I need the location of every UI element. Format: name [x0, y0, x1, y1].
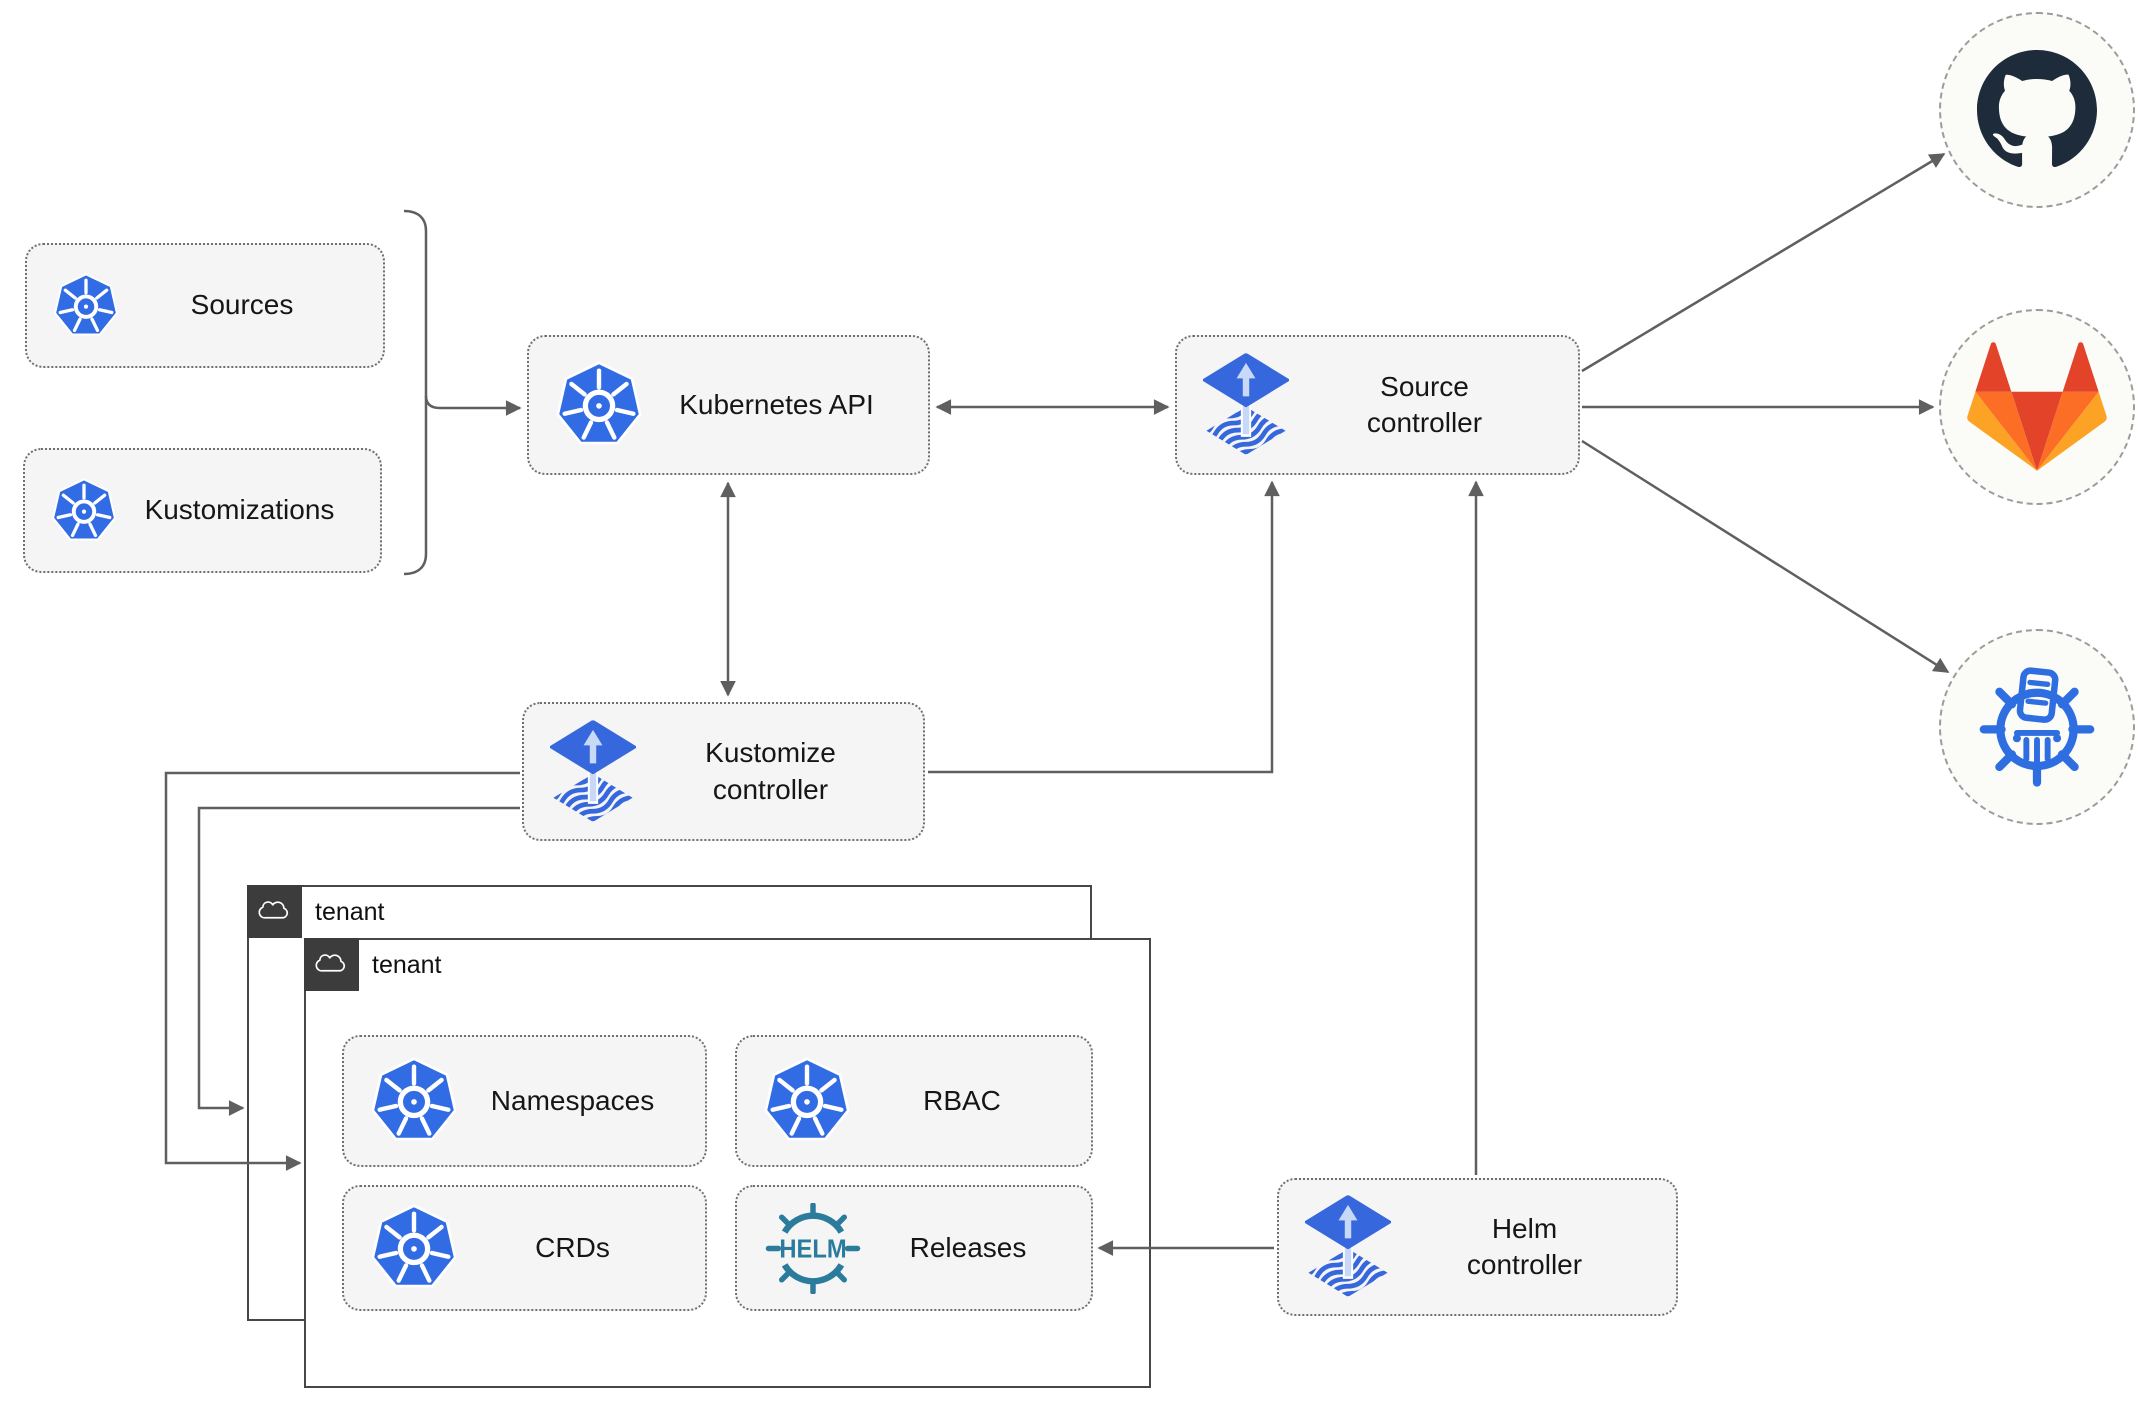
node-crds-label: CRDs: [535, 1231, 610, 1263]
kubernetes-icon: [53, 273, 119, 339]
chartmuseum-icon: [1979, 667, 2095, 787]
node-releases-label: Releases: [909, 1231, 1027, 1263]
edge-kustomize-to-source-controller: [928, 480, 1280, 774]
tenant-outer-label: tenant: [315, 898, 385, 926]
kubernetes-icon: [370, 1057, 458, 1145]
node-kustomize-controller-label: Kustomize controller: [705, 737, 836, 805]
node-kustomize-controller: Kustomize controller: [522, 702, 925, 841]
node-helm-controller: Helm controller: [1277, 1178, 1678, 1316]
edge-group-bracket: [403, 209, 428, 576]
node-source-controller-label: Source controller: [1366, 370, 1483, 438]
node-helm-controller-label: Helm controller: [1466, 1212, 1583, 1280]
kubernetes-icon: [555, 361, 643, 449]
node-kustomizations: Kustomizations: [23, 448, 382, 573]
helm-icon: HELM: [763, 1202, 863, 1294]
node-crds: CRDs: [342, 1185, 707, 1311]
external-chartmuseum: [1939, 629, 2135, 825]
github-icon: [1977, 50, 2097, 168]
node-namespaces: Namespaces: [342, 1035, 707, 1167]
node-namespaces-label: Namespaces: [490, 1084, 655, 1116]
edge-source-to-github: [1581, 152, 1946, 373]
node-sources-label: Sources: [190, 289, 294, 321]
kubernetes-icon: [370, 1204, 458, 1292]
edge-bracket-to-kubernetes-api: [424, 395, 522, 416]
flux-icon: [550, 720, 636, 824]
tenant-inner-label: tenant: [372, 951, 442, 979]
edge-source-to-chartmuseum: [1581, 439, 1950, 674]
node-kubernetes-api: Kubernetes API: [527, 335, 930, 475]
helm-logo-text: HELM: [779, 1235, 846, 1263]
external-gitlab: [1939, 309, 2135, 505]
kubernetes-icon: [51, 478, 117, 544]
kubernetes-icon: [763, 1057, 851, 1145]
flux-icon: [1305, 1195, 1391, 1299]
flux-icon: [1203, 353, 1289, 457]
cloud-icon: [246, 884, 302, 938]
node-kustomizations-label: Kustomizations: [144, 494, 335, 526]
node-sources: Sources: [25, 243, 385, 368]
cloud-icon: [303, 937, 359, 991]
external-github: [1939, 12, 2135, 208]
gitlab-icon: [1967, 342, 2107, 471]
node-releases: HELM Releases: [735, 1185, 1093, 1311]
node-kubernetes-api-label: Kubernetes API: [679, 388, 874, 420]
node-rbac-label: RBAC: [923, 1084, 1001, 1116]
node-rbac: RBAC: [735, 1035, 1093, 1167]
node-source-controller: Source controller: [1175, 335, 1580, 475]
